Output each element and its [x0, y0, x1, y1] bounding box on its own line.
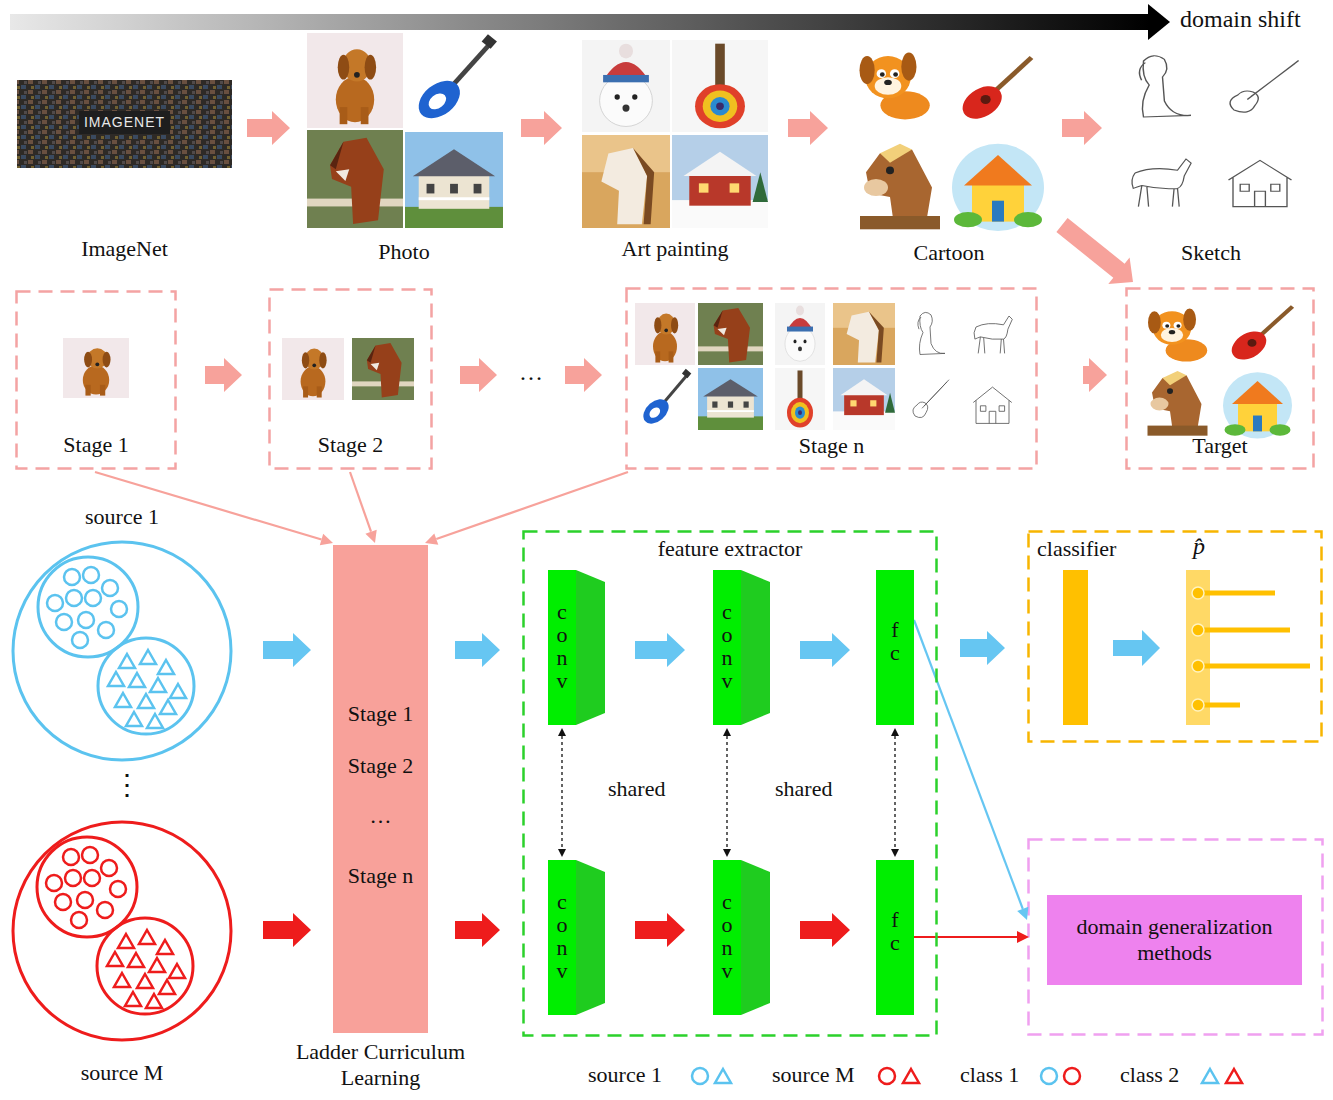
node-text: …	[333, 803, 428, 829]
connector	[788, 111, 828, 145]
source-domain: source M	[11, 820, 233, 1042]
stage-box: Stage 2	[268, 288, 433, 470]
node-text: Art painting	[550, 236, 800, 262]
connector	[635, 913, 685, 947]
free-label: ⋮	[113, 768, 141, 802]
connector	[263, 913, 311, 947]
connector	[460, 358, 602, 392]
node-text: Ladder Curriculum Learning	[261, 1039, 500, 1092]
connector	[891, 728, 899, 857]
free-label: shared	[775, 776, 832, 802]
image-group: Art painting	[580, 40, 770, 230]
node-outline	[1027, 530, 1323, 743]
image-group: IMAGENETImageNet	[17, 80, 232, 168]
stage-box: Stage n	[625, 287, 1038, 470]
node-text: p̂	[1186, 532, 1212, 561]
classifier-internals	[1063, 570, 1310, 725]
connector	[350, 472, 377, 543]
node-text: Stage 2	[333, 753, 428, 779]
node-text: domain generalization methods	[1057, 914, 1292, 967]
connector	[635, 633, 685, 667]
node-text: feature extractor	[522, 536, 938, 562]
node-text: Stage n	[625, 433, 1038, 459]
feature-extractor: feature extractor conv conv fc conv conv fc	[522, 530, 938, 1037]
free-label: shared	[608, 776, 665, 802]
domain-shift-bar	[10, 4, 1170, 40]
connector	[723, 728, 731, 857]
source-domain: source 1	[11, 540, 233, 762]
node-text: Cartoon	[828, 240, 1070, 266]
node-text: conv	[555, 600, 569, 692]
node-text: ImageNet	[0, 236, 252, 262]
node-text: conv	[720, 890, 734, 982]
stage-images	[63, 300, 1300, 440]
connector	[205, 358, 242, 392]
legend-text: source M	[772, 1062, 854, 1088]
node-text: classifier	[1037, 536, 1147, 562]
classifier-box: classifier p̂	[1027, 530, 1323, 743]
curriculum-box: Stage 1Stage 2…Stage nLadder Curriculum …	[333, 545, 428, 1033]
connector	[455, 913, 500, 947]
node-text: source M	[0, 1060, 253, 1086]
node-text: Photo	[285, 239, 523, 265]
cartoon-images	[850, 42, 1048, 235]
connector	[247, 111, 290, 145]
connector	[960, 631, 1005, 665]
node-outline	[11, 820, 233, 1042]
conv-layer: conv	[548, 860, 605, 1015]
photo-images	[307, 33, 503, 228]
sourceM-samples	[37, 837, 193, 1014]
connector	[1083, 358, 1107, 392]
image-group: Cartoon	[848, 42, 1050, 235]
node-text: Stage 1	[15, 432, 177, 458]
node-text: IMAGENET	[79, 111, 170, 134]
node-text: Stage 2	[268, 432, 433, 458]
node-text: fc	[888, 618, 902, 664]
node-text: Stage n	[333, 863, 428, 889]
node-text: Stage 1	[333, 701, 428, 727]
connector	[521, 111, 562, 145]
stage-box: Stage 1	[15, 290, 177, 470]
connector	[263, 633, 311, 667]
source1-samples	[38, 557, 194, 734]
connector	[558, 728, 566, 857]
connector	[1062, 111, 1102, 145]
legend-text: source 1	[588, 1062, 662, 1088]
connector	[914, 620, 1028, 920]
free-label: domain shift	[1180, 5, 1301, 34]
fc-layer: fc	[876, 860, 914, 1015]
connector	[425, 472, 628, 545]
sketch-images	[1115, 45, 1310, 215]
target-box: Target	[1125, 287, 1315, 470]
edge-label: …	[516, 358, 546, 387]
node-text: Sketch	[1092, 240, 1330, 266]
node-text: conv	[555, 890, 569, 982]
connector	[914, 931, 1029, 943]
node-text: conv	[720, 600, 734, 692]
legend-text: class 1	[960, 1062, 1019, 1088]
imagenet-tile	[17, 80, 232, 168]
conv-layer: conv	[713, 570, 770, 725]
art-images	[582, 40, 768, 228]
node-text: source 1	[0, 504, 253, 530]
connector	[455, 633, 500, 667]
connector	[800, 913, 850, 947]
connector	[1056, 218, 1133, 284]
legend-text: class 2	[1120, 1062, 1179, 1088]
image-group: Photo	[305, 32, 503, 228]
connector	[800, 633, 850, 667]
node-outline	[11, 540, 233, 762]
dg-outer-frame	[1029, 840, 1323, 1035]
conv-layer: conv	[713, 860, 770, 1015]
image-group: Sketch	[1112, 45, 1310, 217]
dg-method-box: domain generalization methods	[1047, 895, 1302, 985]
node-text: Target	[1125, 433, 1315, 459]
conv-layer: conv	[548, 570, 605, 725]
fc-layer: fc	[876, 570, 914, 725]
node-text: fc	[888, 908, 902, 954]
